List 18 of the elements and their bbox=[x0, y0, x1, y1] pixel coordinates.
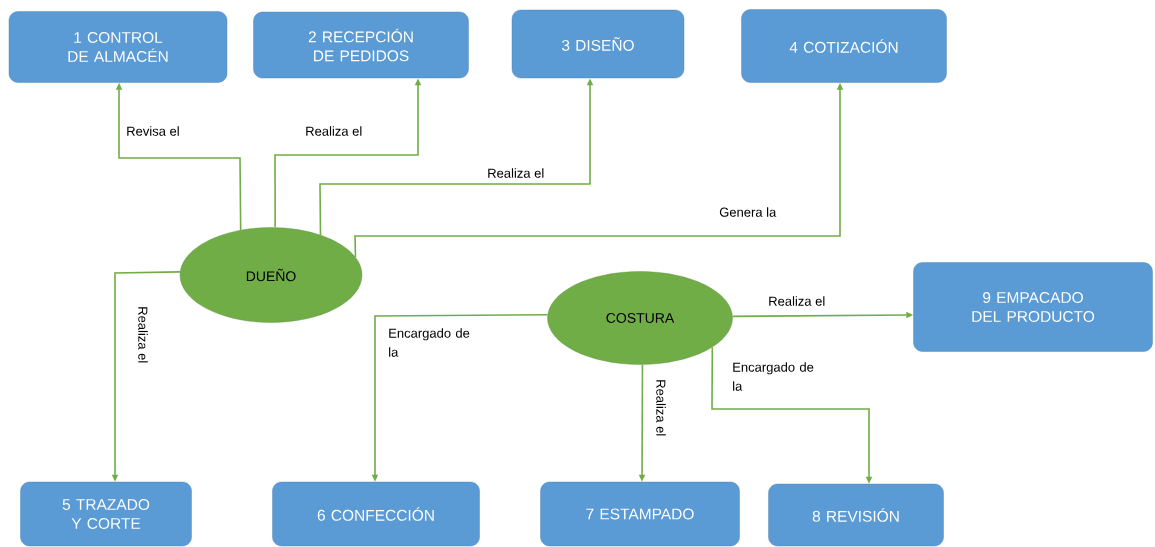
process-box: 3 DISEÑO bbox=[511, 9, 685, 79]
edge-label: Revisa el bbox=[127, 126, 179, 136]
edge-label: Realiza el bbox=[656, 380, 666, 436]
process-box: 7 ESTAMPADO bbox=[540, 481, 740, 547]
process-box: 5 TRAZADO Y CORTE bbox=[20, 481, 192, 547]
edge-label: Realiza el bbox=[488, 168, 544, 178]
edge-label: Encargado de la bbox=[733, 362, 814, 391]
edge-label: Genera la bbox=[719, 207, 777, 217]
process-box: 9 EMPACADO DEL PRODUCTO bbox=[913, 262, 1153, 352]
process-box: 6 CONFECCIÓN bbox=[272, 481, 480, 547]
edge-label: Encargado de la bbox=[389, 328, 470, 357]
edge-label: Realiza el bbox=[306, 126, 362, 136]
edge-label: Realiza el bbox=[769, 296, 825, 306]
process-box: 8 REVISIÓN bbox=[768, 483, 944, 547]
process-box: 2 RECEPCIÓN DE PEDIDOS bbox=[253, 11, 469, 79]
process-box: 1 CONTROL DE ALMACÉN bbox=[8, 11, 228, 83]
edge-label: Realiza el bbox=[138, 307, 148, 363]
process-box: 4 COTIZACIÓN bbox=[741, 9, 947, 83]
